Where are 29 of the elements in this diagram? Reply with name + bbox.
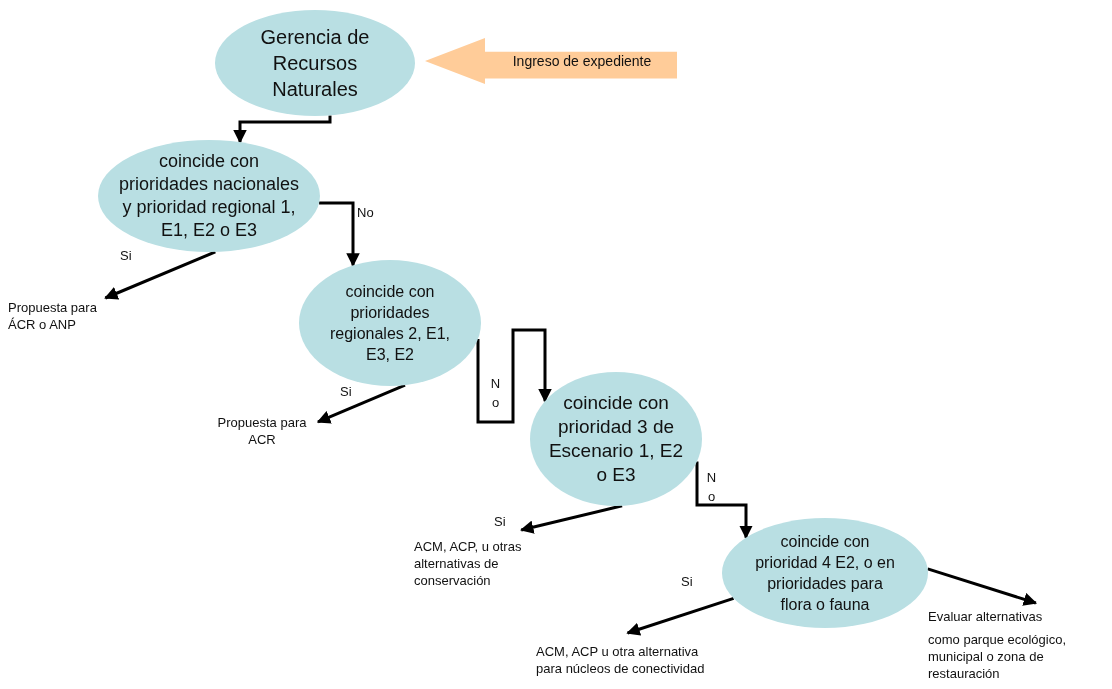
outcome-label: ACM, ACP u otra alternativa para núcleos de conectividad bbox=[536, 643, 706, 677]
edge-label: Si bbox=[120, 247, 132, 265]
decision-text: Gerencia de Recursos Naturales bbox=[259, 25, 371, 102]
arrow bbox=[319, 201, 360, 267]
arrow bbox=[626, 596, 735, 636]
decision-text: coincide con prioridad 4 E2, o en prioridades para flora o fauna bbox=[754, 532, 896, 615]
decision-text: coincide con prioridades nacionales y prioridad regional 1, E1, E2 o E3 bbox=[118, 150, 300, 242]
outcome-label: Evaluar alternativas bbox=[928, 608, 1043, 625]
arrow-label: Ingreso de expediente bbox=[511, 51, 653, 71]
edge-label: No bbox=[357, 204, 374, 222]
arrow bbox=[316, 383, 406, 424]
outcome-label: como parque ecológico, municipal o zona de restauración bbox=[928, 631, 1068, 682]
arrow bbox=[695, 461, 753, 540]
arrow bbox=[927, 567, 1038, 606]
arrow bbox=[520, 504, 623, 534]
edge-label: No bbox=[705, 469, 718, 506]
arrow bbox=[476, 328, 552, 424]
edge-label: No bbox=[489, 375, 502, 412]
outcome-label: Propuesta para ACR bbox=[216, 414, 308, 448]
edge-label: Si bbox=[494, 513, 506, 531]
decision-text: coincide con prioridad 3 de Escenario 1, E2 o E3 bbox=[547, 391, 685, 487]
edge-label: Si bbox=[340, 383, 352, 401]
outcome-label: ACM, ACP, u otras alternativas de conservación bbox=[414, 538, 523, 589]
arrow bbox=[104, 250, 216, 300]
decision-text: coincide con prioridades regionales 2, E1, E3, E2 bbox=[328, 282, 452, 365]
outcome-label: Propuesta para ÁCR o ANP bbox=[8, 299, 98, 333]
edge-label: Si bbox=[681, 573, 693, 591]
input-block-arrow bbox=[425, 38, 677, 84]
arrow bbox=[233, 115, 332, 144]
